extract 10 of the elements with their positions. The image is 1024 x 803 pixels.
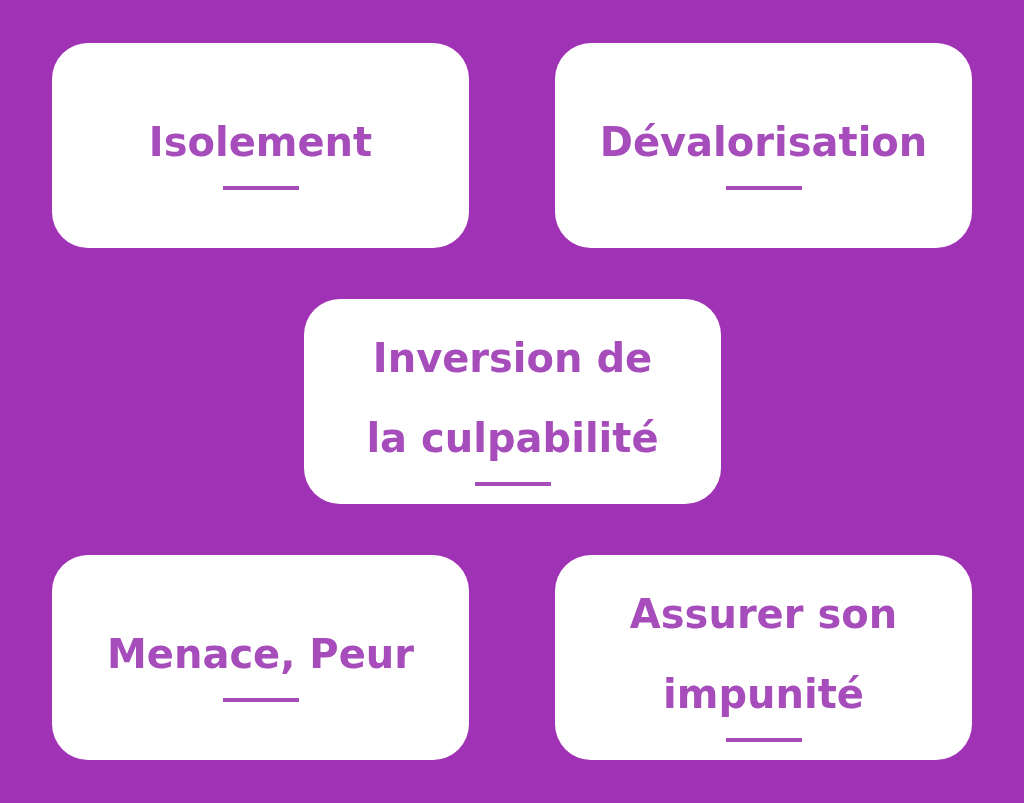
rounded-card (555, 555, 972, 760)
card-title: Dévalorisation (598, 117, 929, 167)
rounded-card (555, 43, 972, 248)
rounded-card (304, 299, 721, 504)
card-title: Assurer son impunité (628, 589, 899, 719)
card-title: Inversion de la culpabilité (365, 333, 660, 463)
card-title: Menace, Peur (106, 629, 415, 679)
rounded-card (52, 43, 469, 248)
rounded-card (52, 555, 469, 760)
card-title: Isolement (147, 117, 374, 167)
